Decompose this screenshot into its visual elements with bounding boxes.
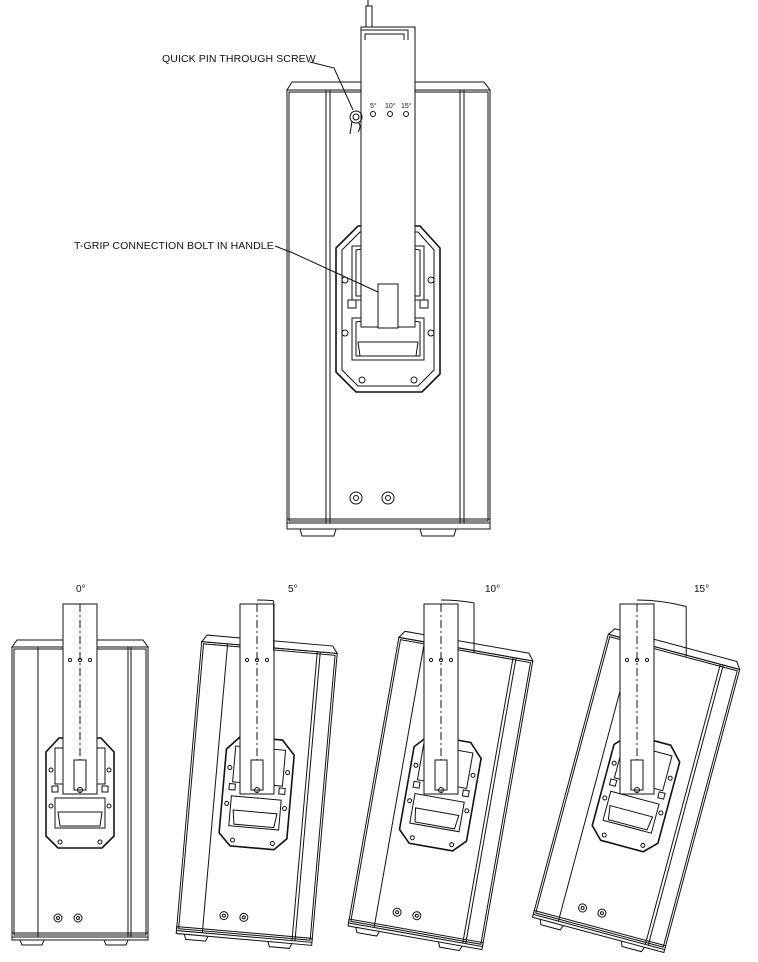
tilted-cabinet (347, 630, 534, 952)
upright-bracket (239, 603, 275, 795)
angle-views: 0° 5° 10° 15° (11, 584, 741, 954)
tilted-cabinet (175, 634, 339, 949)
quick-pin-callout: QUICK PIN THROUGH SCREW (162, 53, 316, 65)
angle-arc (440, 599, 475, 604)
upright-bracket (423, 603, 459, 795)
quick-pin (349, 110, 363, 135)
angle-arc (636, 599, 687, 607)
t-grip-leader-line (274, 245, 379, 293)
angle-label: 5° (288, 584, 298, 595)
quick-pin-leader-line (309, 61, 354, 111)
adjustment-hole (387, 111, 393, 117)
upright-bracket (619, 603, 655, 795)
angle-arc (256, 599, 274, 602)
angle-label: 15° (694, 584, 709, 595)
angle-view: 10° (347, 584, 534, 952)
angle-view: 0° (11, 584, 149, 946)
t-grip-callout: T-GRIP CONNECTION BOLT IN HANDLE (74, 240, 274, 252)
bracket-mark-10: 10° (385, 102, 396, 110)
angle-label: 0° (76, 584, 86, 595)
bracket-mark-15: 15° (401, 102, 412, 110)
bracket-mark-5: 5° (370, 102, 377, 110)
mounting-bracket: 5° 10° 15° (360, 0, 416, 329)
angle-label: 10° (485, 584, 500, 595)
main-speaker-view: 5° 10° 15° QUICK PIN THROUGH SCREW T-GRI… (74, 0, 491, 537)
angle-view: 5° (175, 584, 339, 949)
adjustment-hole (403, 111, 409, 117)
upright-bracket (62, 603, 98, 795)
angle-view: 15° (531, 584, 741, 954)
adjustment-hole (370, 111, 376, 117)
